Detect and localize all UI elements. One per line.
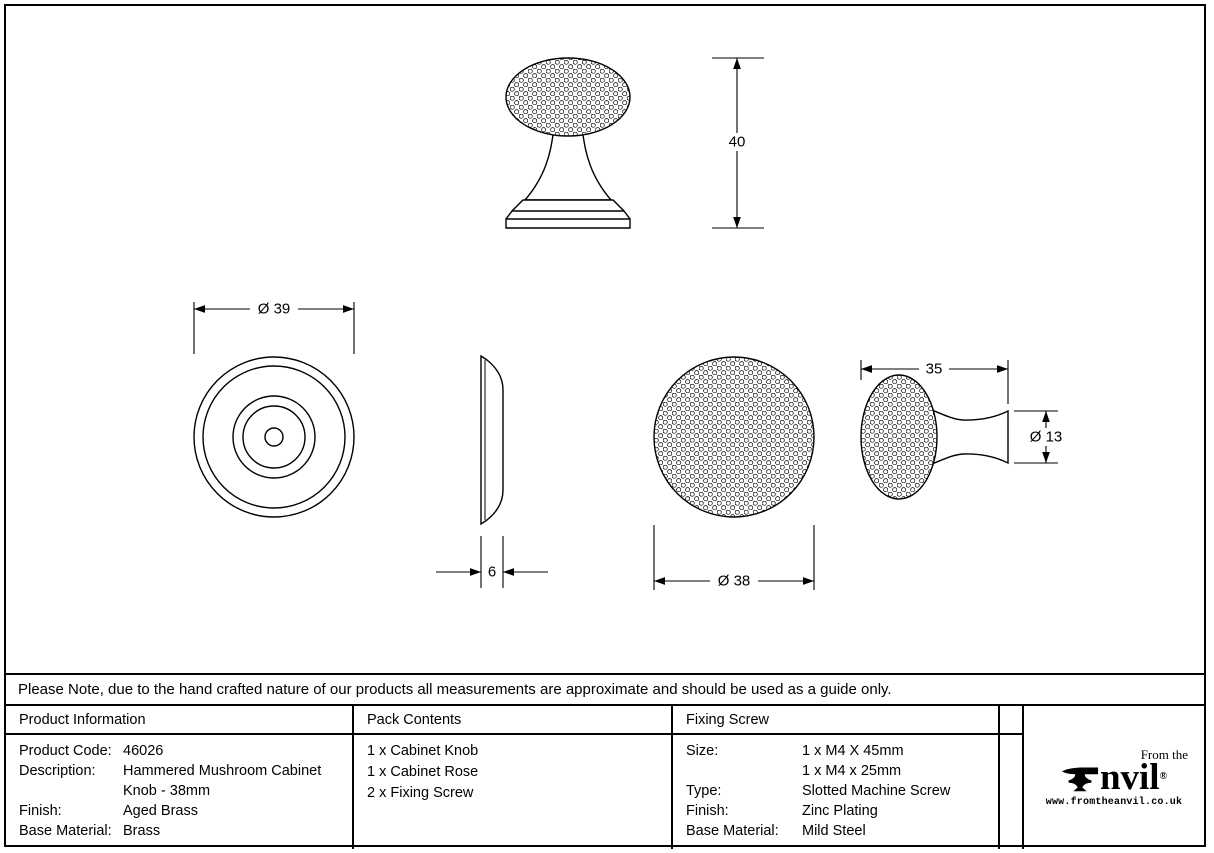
field-value: 1 x M4 x 25mm [802,763,902,779]
rose-front-view [193,356,355,518]
field-label: Base Material: [686,823,779,839]
product-information-body: Product Code: 46026 Description: Hammere… [6,735,352,849]
dim-label-rose-diameter: Ø 39 [258,301,291,318]
hammered-cap-side [860,374,938,500]
field-label: Base Material: [19,823,112,839]
field-label: Description: [19,763,96,779]
field-value: Brass [123,823,161,839]
dim-height-40: 40 [712,57,764,229]
logo-brand-text: nvil [1099,757,1160,798]
field-value: 1 x M4 X 45mm [802,743,904,759]
knob-front-view [653,356,815,518]
dim-label-rose-depth: 6 [488,564,496,581]
header-product-information: Product Information [6,706,352,735]
field-label: Product Code: [19,743,112,759]
dim-knob-diameter: Ø 38 [653,525,815,590]
fixing-screw-body: Size: 1 x M4 X 45mm 1 x M4 x 25mm Type: … [671,735,998,849]
field-value: Mild Steel [802,823,866,839]
drawing-area: 40 Ø 39 [6,6,1204,673]
rose-side-view [480,354,504,526]
knob-stem-side [924,405,1009,469]
logo-tagline: From the [1140,747,1188,762]
dim-rose-depth: 6 [436,536,548,588]
dim-label-knob-height: 40 [729,134,746,151]
dim-label-neck-diameter: Ø 13 [1030,429,1063,446]
field-value: Slotted Machine Screw [802,783,951,799]
field-value: Hammered Mushroom Cabinet Knob - 38mm [123,763,322,799]
knob-base [505,199,631,229]
knob-side-view-top [505,57,631,229]
sheet-border: 40 Ø 39 [4,4,1206,849]
brand-logo: From the nvil ® www.fromtheanvil.co.uk [1022,706,1204,849]
hammered-cap [505,57,631,137]
dim-rose-diameter: Ø 39 [193,300,355,354]
field-value: Aged Brass [123,803,198,819]
field-value: 46026 [123,743,164,759]
field-label: Finish: [686,803,729,819]
dim-knob-projection: 35 [860,360,1009,404]
dim-label-knob-projection: 35 [926,361,943,378]
logo-website: www.fromtheanvil.co.uk [1045,797,1183,808]
pack-item: 1 x Cabinet Knob [367,743,479,759]
pack-item: 2 x Fixing Screw [367,785,474,801]
logo-registered-mark: ® [1159,771,1168,782]
pack-contents-body: 1 x Cabinet Knob 1 x Cabinet Rose 2 x Fi… [352,735,671,849]
base-step-lines [506,210,630,220]
measurement-note: Please Note, due to the hand crafted nat… [6,673,1204,704]
header-fixing-screw: Fixing Screw [671,706,998,735]
field-label: Size: [686,743,719,759]
dim-neck-diameter: Ø 13 [1014,410,1069,464]
field-label [686,761,798,781]
header-spacer [998,706,1022,735]
field-label: Type: [686,783,722,799]
header-pack-contents: Pack Contents [352,706,671,735]
hammered-face [653,356,815,518]
field-value: Zinc Plating [802,803,878,819]
knob-side-view-right [860,374,1009,500]
pack-item: 1 x Cabinet Rose [367,764,479,780]
product-info-table: Product Information Pack Contents Fixing… [6,704,1204,849]
logo-wordmark: nvil ® [1061,757,1168,798]
field-label: Finish: [19,803,62,819]
anvil-icon [1061,767,1098,792]
technical-drawings: 40 Ø 39 [193,57,1069,590]
note-text: Please Note, due to the hand crafted nat… [18,681,892,698]
dim-label-knob-diameter: Ø 38 [718,573,751,590]
spacer-body [998,735,1022,849]
